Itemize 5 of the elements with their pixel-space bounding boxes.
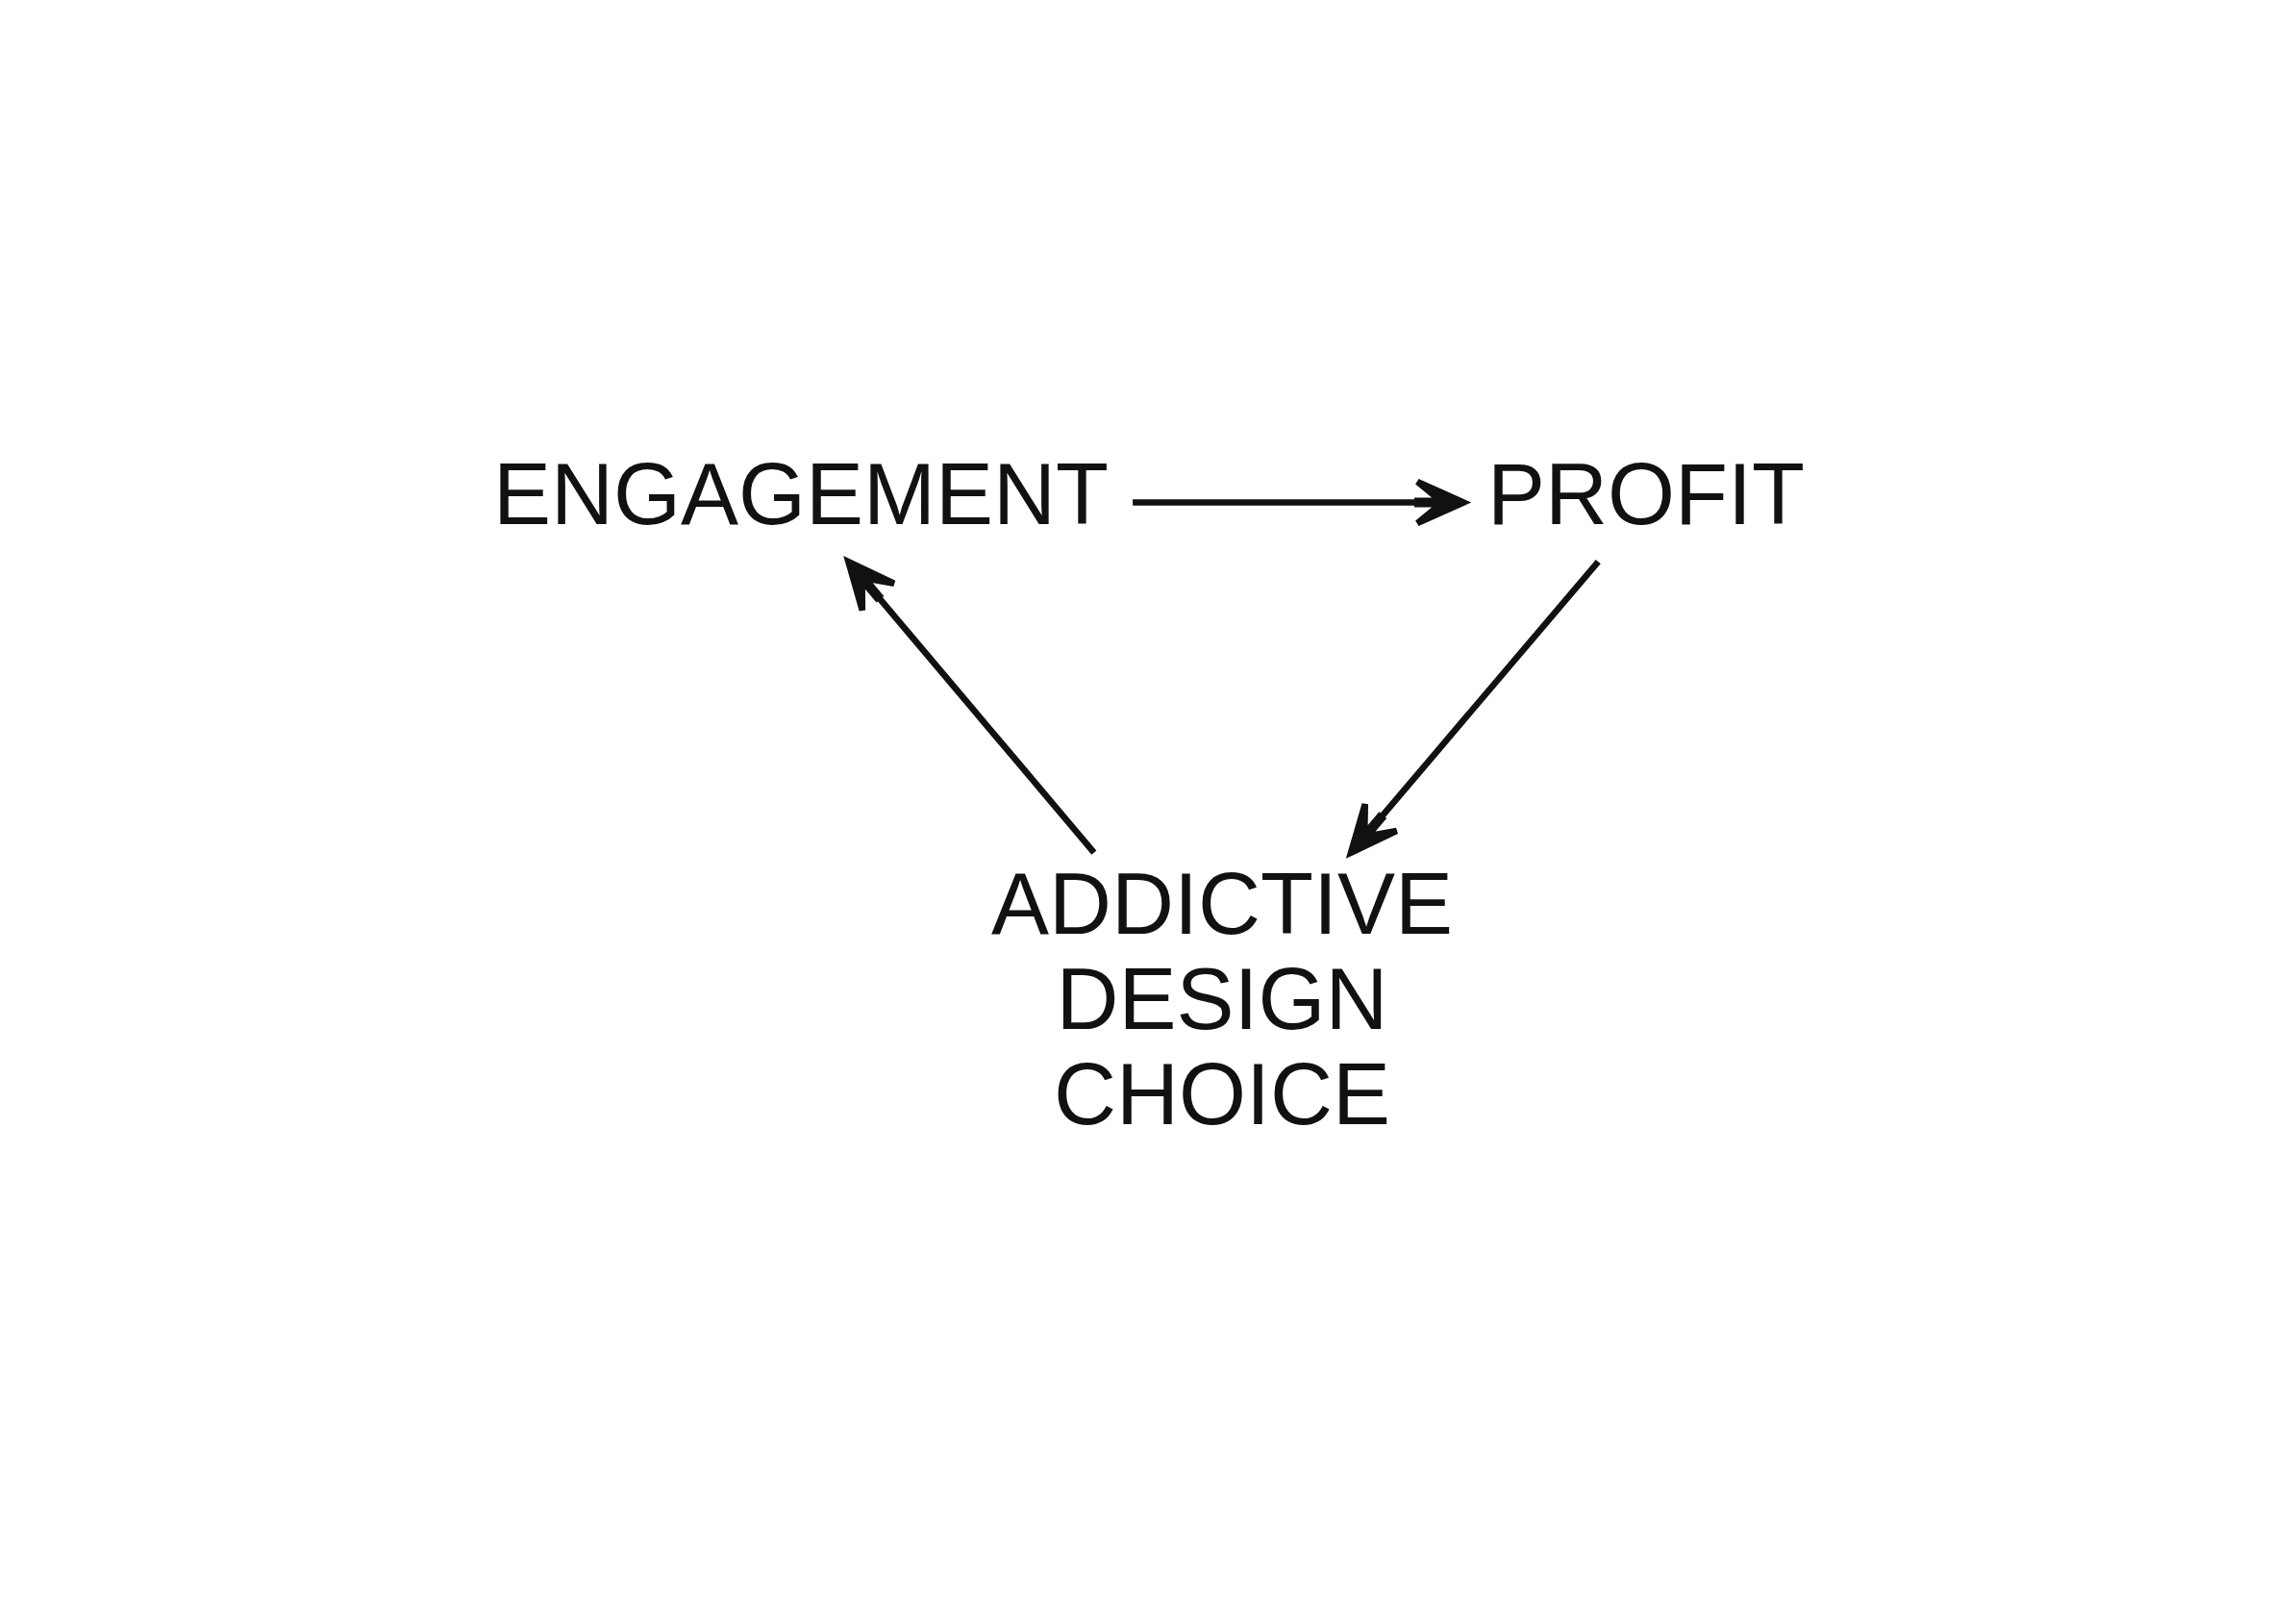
node-text: ADDICTIVE DESIGN CHOICE (990, 855, 1453, 1142)
node-text: ENGAGEMENT (492, 445, 1109, 542)
arrow (844, 558, 1096, 855)
arrow (1347, 559, 1601, 856)
node-text: PROFIT (1486, 445, 1805, 542)
